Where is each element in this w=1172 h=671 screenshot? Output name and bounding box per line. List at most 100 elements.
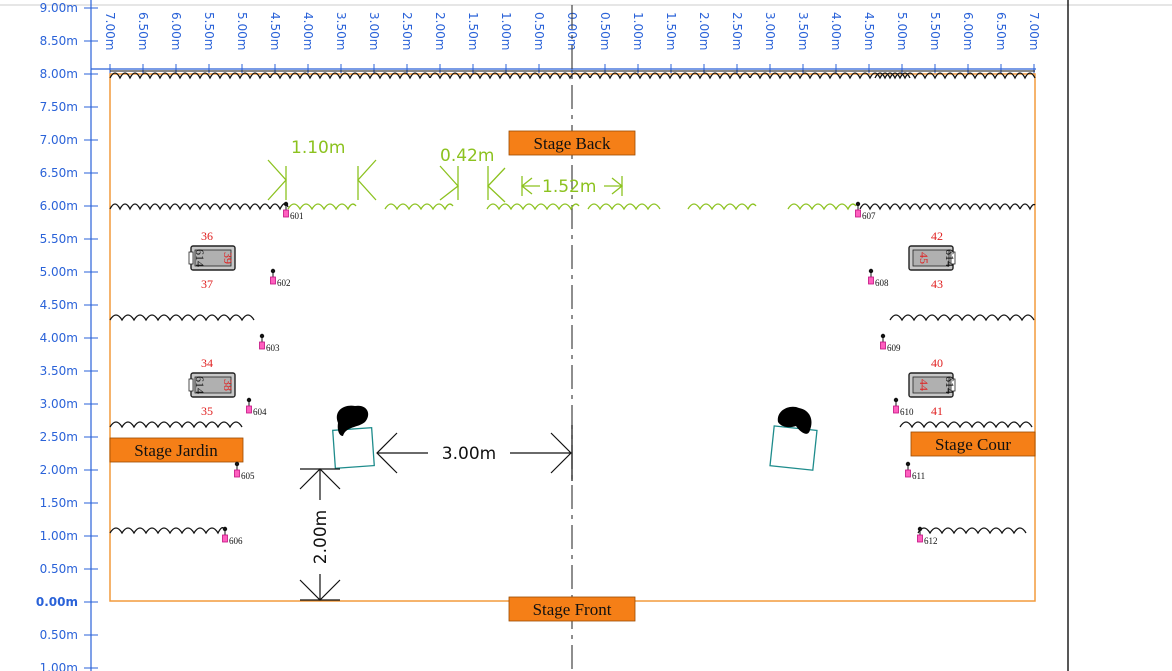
gap-dimension-1: 1.10m (291, 138, 345, 158)
set-dimension-arrows (299, 425, 573, 601)
horizontal-ruler-label: 4.50m (862, 12, 876, 50)
vertical-ruler-label: 2.00m (40, 463, 78, 477)
vertical-ruler-label: 4.50m (40, 298, 78, 312)
channel-marker: 603 (259, 333, 280, 353)
drape-mid-left (109, 314, 255, 322)
svg-text:40: 40 (931, 356, 943, 370)
gap-dimension-3: 1.52m (542, 177, 596, 197)
vertical-ruler-label: 8.00m (40, 67, 78, 81)
horizontal-ruler-label: 1.50m (466, 12, 480, 50)
horizontal-ruler-label: 5.00m (895, 12, 909, 50)
horizontal-ruler-label: 4.00m (301, 12, 315, 50)
upstage-green-drapes (287, 203, 857, 211)
channel-number: 607 (862, 211, 876, 221)
horizontal-ruler-label: 5.50m (928, 12, 942, 50)
vertical-ruler-label: 5.00m (40, 265, 78, 279)
vertical-ruler-label: 9.00m (40, 1, 78, 15)
svg-text:38: 38 (221, 379, 235, 391)
channel-marker: 606 (222, 526, 243, 546)
stage-back-label: Stage Back (508, 130, 636, 156)
horizontal-ruler-label: 5.00m (235, 12, 249, 50)
gap-dimension-arrows (267, 159, 624, 203)
channel-number: 608 (875, 278, 889, 288)
vertical-ruler-label: 1.00m (40, 661, 78, 671)
channel-number: 605 (241, 471, 255, 481)
channel-number: 610 (900, 407, 914, 417)
channel-marker: 611 (905, 461, 925, 481)
horizontal-ruler-label: 1.00m (499, 12, 513, 50)
fixture-right-upper: 42 43 45 614 (908, 229, 957, 291)
svg-text:614: 614 (193, 376, 207, 394)
vertical-ruler-label: 7.50m (40, 100, 78, 114)
vertical-ruler-label: 0.50m (40, 628, 78, 642)
vertical-ruler-label: 8.50m (40, 34, 78, 48)
drape-upstage-right (859, 203, 1021, 210)
svg-text:41: 41 (931, 404, 943, 418)
horizontal-ruler: 7.00m 6.50m 6.00m 5.50m 5.00m 4.50m 4.00m 3.50m… (91, 12, 1041, 74)
horizontal-ruler-label: 2.50m (400, 12, 414, 50)
channel-marker: 608 (868, 268, 889, 288)
svg-text:39: 39 (221, 252, 235, 264)
horizontal-ruler-label: 2.50m (730, 12, 744, 50)
stage-jardin-label: Stage Jardin (109, 437, 244, 463)
fixture-left-upper: 36 37 39 614 (188, 229, 236, 291)
horizontal-ruler-label: 3.00m (763, 12, 777, 50)
svg-text:Stage Back: Stage Back (534, 134, 611, 153)
fixture-left-lower: 34 35 38 614 (188, 356, 236, 418)
set-piece-left (332, 405, 375, 469)
horizontal-ruler-label: 5.50m (202, 12, 216, 50)
channel-marker: 609 (880, 333, 901, 353)
vertical-ruler-label: 0.50m (40, 562, 78, 576)
fixture-right-lower: 40 41 44 614 (908, 356, 957, 418)
set-piece-right (769, 406, 818, 471)
svg-text:Stage Cour: Stage Cour (935, 435, 1011, 454)
set-dimension-horizontal: 3.00m (442, 444, 496, 464)
vertical-ruler-label: 0.00m (36, 595, 78, 609)
drape-mid-right (889, 314, 1035, 322)
vertical-ruler-label: 2.50m (40, 430, 78, 444)
vertical-ruler-label: 3.50m (40, 364, 78, 378)
svg-text:614: 614 (193, 249, 207, 267)
svg-text:34: 34 (201, 356, 213, 370)
svg-text:36: 36 (201, 229, 213, 243)
horizontal-ruler-label: 3.50m (796, 12, 810, 50)
drape-down-right (899, 421, 1033, 429)
svg-text:43: 43 (931, 277, 943, 291)
channel-marker: 601 (283, 201, 304, 221)
horizontal-ruler-label: 2.00m (433, 12, 447, 50)
horizontal-ruler-label: 4.50m (268, 12, 282, 50)
horizontal-ruler-label: 3.50m (334, 12, 348, 50)
channel-marker: 607 (855, 201, 876, 221)
stage-front-label: Stage Front (508, 596, 636, 622)
svg-text:44: 44 (917, 379, 931, 391)
channel-marker: 604 (246, 397, 267, 417)
horizontal-ruler-label: 6.00m (961, 12, 975, 50)
svg-text:45: 45 (917, 252, 931, 264)
svg-text:35: 35 (201, 404, 213, 418)
horizontal-ruler-label: 2.00m (697, 12, 711, 50)
channel-number: 604 (253, 407, 267, 417)
svg-text:614: 614 (943, 249, 957, 267)
horizontal-ruler-label: 6.00m (169, 12, 183, 50)
horizontal-ruler-label: 1.50m (664, 12, 678, 50)
horizontal-ruler-label: 7.00m (1027, 12, 1041, 50)
vertical-ruler-label: 6.50m (40, 166, 78, 180)
drape-down-left (109, 421, 243, 429)
horizontal-ruler-label: 0.50m (532, 12, 546, 50)
horizontal-ruler-label: 7.00m (103, 12, 117, 50)
svg-text:Stage Front: Stage Front (533, 600, 612, 619)
channel-number: 601 (290, 211, 304, 221)
channel-number: 609 (887, 343, 901, 353)
channel-number: 606 (229, 536, 243, 546)
channel-marker: 602 (270, 268, 291, 288)
drape-front-right (917, 527, 1027, 535)
horizontal-ruler-label: 6.50m (136, 12, 150, 50)
drape-upstage-left (109, 203, 271, 210)
svg-text:37: 37 (201, 277, 213, 291)
vertical-ruler-label: 6.00m (40, 199, 78, 213)
horizontal-ruler-label: 3.00m (367, 12, 381, 50)
svg-text:42: 42 (931, 229, 943, 243)
channel-number: 602 (277, 278, 291, 288)
horizontal-ruler-label: 0.50m (598, 12, 612, 50)
